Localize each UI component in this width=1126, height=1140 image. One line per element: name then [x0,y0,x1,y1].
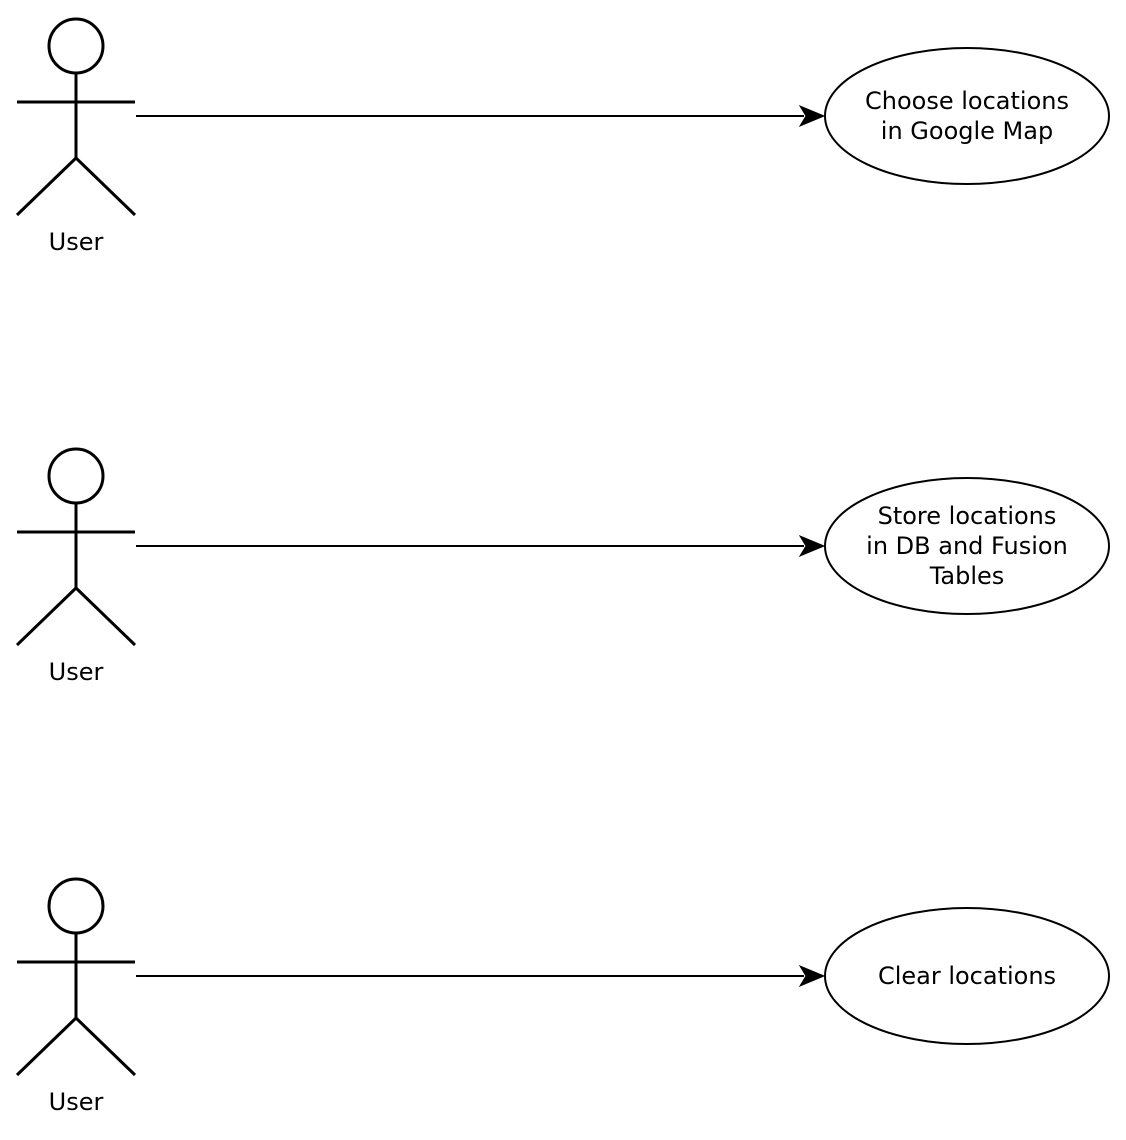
association-arrow [136,964,826,988]
use-case-label: Clear locations [877,961,1057,990]
use-case-row: User Store locations in DB and Fusion Ta… [0,446,1126,706]
actor-label: User [48,228,104,256]
use-case-row: User Choose locations in Google Map [0,16,1126,276]
use-case-ellipse: Clear locations [824,907,1110,1045]
use-case-label: Store locations in DB and Fusion Tables [866,501,1068,590]
use-case-ellipse: Choose locations in Google Map [824,47,1110,185]
actor-label: User [48,658,104,686]
use-case-ellipse: Store locations in DB and Fusion Tables [824,477,1110,615]
actor-label: User [48,1088,104,1116]
use-case-label: Choose locations in Google Map [865,86,1069,145]
user-actor-figure [15,877,137,1077]
association-arrow [136,104,826,128]
association-arrow [136,534,826,558]
use-case-shape [824,477,1110,615]
use-case-shape [824,907,1110,1045]
use-case-row: User Clear locations [0,876,1126,1136]
user-actor-figure [15,17,137,217]
use-case-shape [824,47,1110,185]
user-actor-figure [15,447,137,647]
